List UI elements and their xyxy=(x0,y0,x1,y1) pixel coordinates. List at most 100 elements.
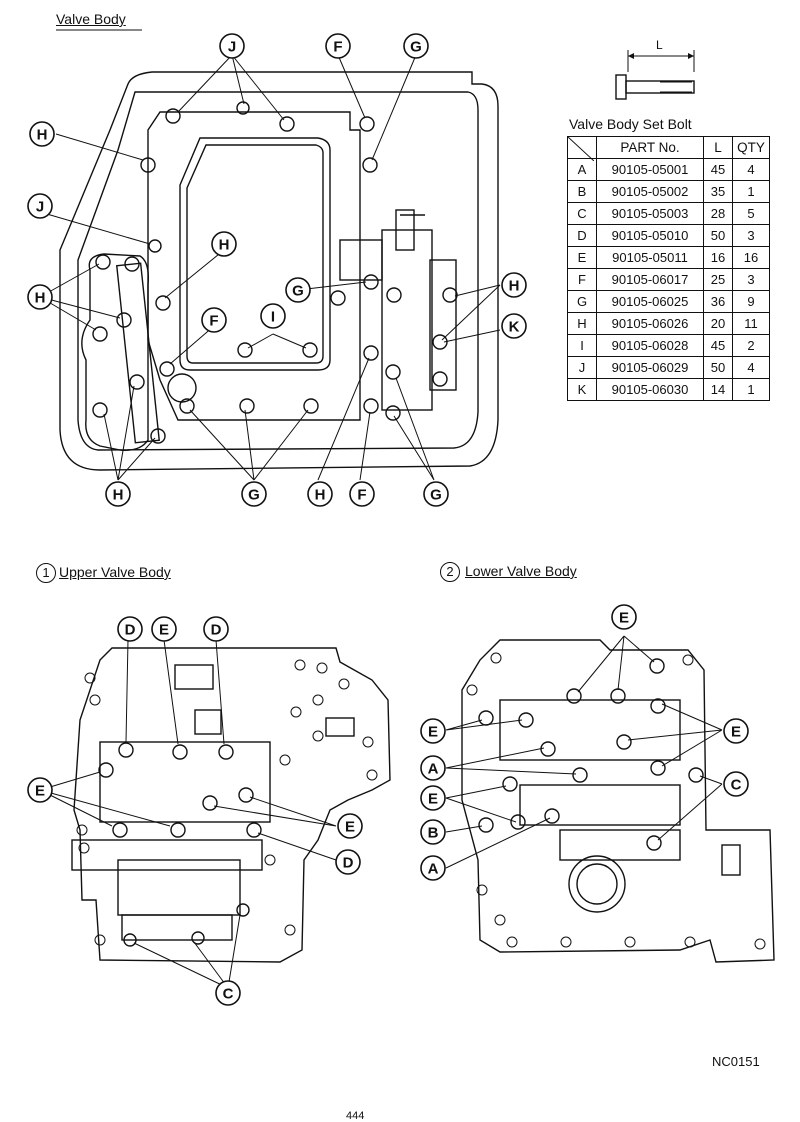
callout-letter: E xyxy=(345,819,355,836)
table-cell-qty: 1 xyxy=(732,378,770,401)
callout-top-15: F xyxy=(349,481,375,507)
callout-letter: F xyxy=(209,313,218,330)
callout-letter: I xyxy=(271,309,275,326)
callout-letter: A xyxy=(428,761,439,778)
bolt-illustration xyxy=(615,50,695,100)
callout-letter: D xyxy=(125,622,136,639)
table-cell-l: 20 xyxy=(703,312,733,335)
callout-top-0: J xyxy=(219,33,245,59)
callout-letter: G xyxy=(248,487,260,504)
top-valve-body-drawing xyxy=(39,54,501,481)
callout-top-7: F xyxy=(201,307,227,333)
callout-letter: E xyxy=(35,783,45,800)
callout-upper-5: D xyxy=(335,849,361,875)
upper-valve-body-title: Upper Valve Body xyxy=(59,564,171,580)
callout-top-11: K xyxy=(501,313,527,339)
callout-lower-4: E xyxy=(420,785,446,811)
callout-top-13: G xyxy=(241,481,267,507)
table-cell-l: 28 xyxy=(703,202,733,225)
table-cell-l: 16 xyxy=(703,246,733,269)
table-header-part: PART No. xyxy=(596,136,704,159)
callout-top-4: J xyxy=(27,193,53,219)
callout-upper-2: D xyxy=(203,616,229,642)
callout-letter: C xyxy=(731,777,742,794)
callout-lower-0: E xyxy=(611,604,637,630)
callout-letter: H xyxy=(37,127,48,144)
table-cell-l: 45 xyxy=(703,158,733,181)
table-cell-qty: 4 xyxy=(732,158,770,181)
callout-letter: H xyxy=(219,237,230,254)
callout-lower-5: B xyxy=(420,819,446,845)
lower-valve-body-title: Lower Valve Body xyxy=(465,563,577,579)
callout-letter: G xyxy=(410,39,422,56)
callout-upper-0: D xyxy=(117,616,143,642)
callout-letter: C xyxy=(223,986,234,1003)
callout-lower-6: A xyxy=(420,855,446,881)
callout-top-9: G xyxy=(285,277,311,303)
callout-lower-2: E xyxy=(723,718,749,744)
callout-letter: D xyxy=(343,855,354,872)
bolt-length-label: L xyxy=(656,38,663,52)
callout-top-1: F xyxy=(325,33,351,59)
page-number: 444 xyxy=(346,1110,365,1122)
table-cell-l: 45 xyxy=(703,334,733,357)
upper-number-badge: 1 xyxy=(36,563,56,583)
callout-letter: F xyxy=(357,487,366,504)
callout-letter: H xyxy=(113,487,124,504)
callout-letter: G xyxy=(430,487,442,504)
upper-valve-body-drawing xyxy=(39,639,391,989)
callout-upper-6: C xyxy=(215,980,241,1006)
callout-lower-7: C xyxy=(723,771,749,797)
callout-top-2: G xyxy=(403,33,429,59)
callout-letter: J xyxy=(228,39,236,56)
valve-body-title: Valve Body xyxy=(56,11,126,27)
callout-top-8: I xyxy=(260,303,286,329)
callout-top-14: H xyxy=(307,481,333,507)
callout-upper-4: E xyxy=(337,813,363,839)
callout-upper-1: E xyxy=(151,616,177,642)
callout-letter: E xyxy=(619,610,629,627)
table-cell-part: 90105-05001 xyxy=(596,158,704,181)
callout-letter: E xyxy=(159,622,169,639)
callout-letter: E xyxy=(428,724,438,741)
table-cell-l: 35 xyxy=(703,180,733,203)
callout-letter: A xyxy=(428,861,439,878)
lower-valve-body-drawing xyxy=(445,635,775,963)
callout-top-6: H xyxy=(27,284,53,310)
callout-letter: F xyxy=(333,39,342,56)
callout-top-3: H xyxy=(29,121,55,147)
callout-letter: H xyxy=(315,487,326,504)
callout-letter: H xyxy=(509,278,520,295)
callout-top-12: H xyxy=(105,481,131,507)
callout-letter: K xyxy=(509,319,520,336)
callout-letter: H xyxy=(35,290,46,307)
callout-letter: J xyxy=(36,199,44,216)
callout-letter: D xyxy=(211,622,222,639)
table-cell-qty: 4 xyxy=(732,356,770,379)
callout-top-5: H xyxy=(211,231,237,257)
callout-letter: B xyxy=(428,825,439,842)
callout-letter: E xyxy=(731,724,741,741)
callout-letter: G xyxy=(292,283,304,300)
table-cell-qty: 3 xyxy=(732,224,770,247)
table-header-qty: QTY xyxy=(732,136,770,159)
callout-upper-3: E xyxy=(27,777,53,803)
callout-top-10: H xyxy=(501,272,527,298)
bolt-table-title: Valve Body Set Bolt xyxy=(569,116,692,132)
callout-top-16: G xyxy=(423,481,449,507)
document-code: NC0151 xyxy=(712,1054,760,1069)
